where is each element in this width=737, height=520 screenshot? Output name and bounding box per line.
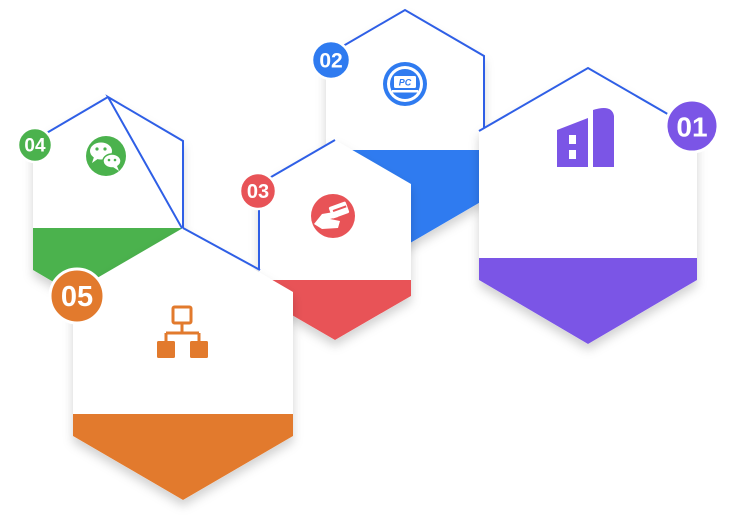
badge-04: 04 [16,126,54,164]
badge-02-label: 02 [319,50,342,73]
badge-01-label: 01 [676,112,707,143]
org-chart-icon [157,305,208,358]
card-05-stripe [73,414,293,500]
badge-03: 03 [238,171,278,211]
card-05: 05 [48,227,293,500]
badge-03-label: 03 [247,181,269,203]
svg-text:PC: PC [399,78,412,88]
badge-05: 05 [48,267,106,325]
card-01: 01 [478,66,720,344]
card-05-outline [182,227,261,271]
card-04-outline [105,94,184,234]
card-02-outline [325,8,485,150]
card-01-outline [478,66,698,132]
card-01-stripe [479,258,697,344]
card-03-outline [258,139,336,185]
payment-card-icon [311,194,355,238]
pc-icon: PC [383,62,427,106]
wechat-icon [86,136,126,176]
badge-02: 02 [310,39,352,81]
badge-05-label: 05 [61,281,93,313]
badge-01: 01 [664,98,720,154]
badge-04-label: 04 [24,136,46,157]
building-icon [557,108,614,167]
